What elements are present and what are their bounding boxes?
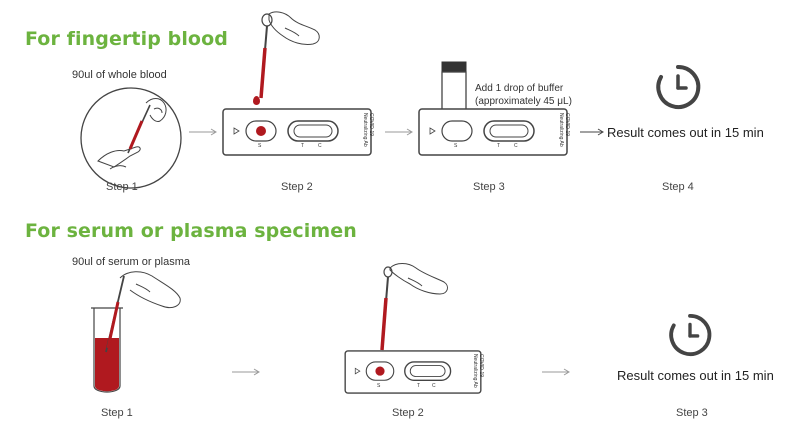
arrow-right-icon: [542, 368, 570, 376]
buffer-note-line1: Add 1 drop of buffer: [475, 83, 564, 94]
cassette-t-label: T: [417, 383, 421, 389]
cassette-t-label: T: [301, 143, 305, 149]
cassette-label-line1: COVID-19: [564, 113, 570, 137]
cassette-c-label: C: [318, 143, 322, 149]
arrow-right-icon: [385, 128, 413, 136]
fingertip-step3-label: Step 3: [473, 181, 505, 193]
serum-step1-note: 90ul of serum or plasma: [72, 256, 190, 268]
cassette-brand-text: COVID-19 Neutralizing Ab: [344, 113, 374, 151]
hand-with-dropper-icon: [380, 263, 448, 351]
cassette-label-line2: Neutralizing Ab: [472, 354, 478, 388]
fingertip-step1-note: 90ul of whole blood: [72, 69, 167, 81]
fingertip-step4-label: Step 4: [662, 181, 694, 193]
arrow-right-icon: [580, 128, 604, 136]
arrow-right-icon: [232, 368, 260, 376]
cassette-c-label: C: [514, 143, 518, 149]
fingertip-icon: [80, 87, 182, 189]
serum-step1-label: Step 1: [101, 407, 133, 419]
test-cassette: [222, 108, 372, 156]
cassette-label-line1: COVID-19: [478, 354, 484, 378]
test-cassette: [418, 108, 568, 156]
clock-icon: [656, 64, 701, 109]
cassette-c-label: C: [432, 383, 436, 389]
cassette-s-label: S: [377, 383, 381, 389]
hand-with-dropper-icon: [259, 11, 320, 99]
test-cassette: [344, 350, 482, 394]
serum-step2-label: Step 2: [392, 407, 424, 419]
fingertip-step1-label: Step 1: [106, 181, 138, 193]
cassette-t-label: T: [497, 143, 501, 149]
drop-on-well: [253, 96, 260, 105]
fingertip-step2-label: Step 2: [281, 181, 313, 193]
serum-result-text: Result comes out in 15 min: [617, 368, 774, 383]
buffer-note-line2: (approximately 45 μL): [475, 96, 572, 107]
serum-section-title: For serum or plasma specimen: [25, 220, 357, 242]
cassette-brand-text: COVID-19 Neutralizing Ab: [540, 113, 570, 151]
cassette-label-line1: COVID-19: [368, 113, 374, 137]
cassette-s-label: S: [454, 143, 458, 149]
arrow-right-icon: [189, 128, 217, 136]
cassette-brand-text: COVID-19 Neutralizing Ab: [456, 354, 484, 390]
clock-icon: [669, 313, 712, 357]
serum-step3-label: Step 3: [676, 407, 708, 419]
cassette-s-label: S: [258, 143, 262, 149]
cassette-label-line2: Neutralizing Ab: [362, 113, 368, 147]
blood-tube-icon: [91, 271, 181, 393]
fingertip-section-title: For fingertip blood: [25, 28, 228, 50]
fingertip-result-text: Result comes out in 15 min: [607, 125, 764, 140]
cassette-label-line2: Neutralizing Ab: [558, 113, 564, 147]
